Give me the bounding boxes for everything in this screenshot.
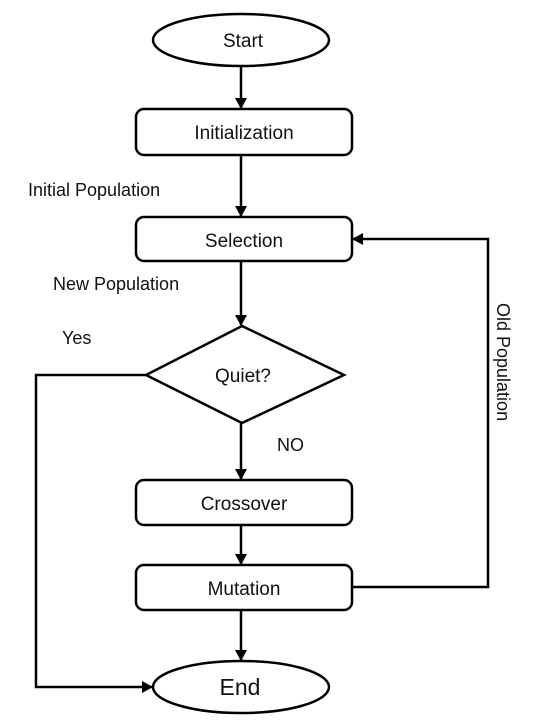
label-initial-population: Initial Population [28, 180, 160, 200]
label-new-population: New Population [53, 274, 179, 294]
crossover-label: Crossover [201, 494, 288, 515]
label-no: NO [277, 435, 304, 455]
crossover-box [134, 478, 354, 527]
decision-label: Quiet? [215, 366, 271, 387]
initialization-box [134, 107, 354, 157]
arrow-old-population-loop [352, 233, 490, 589]
label-yes: Yes [62, 328, 91, 348]
label-old-population: Old Population [493, 303, 513, 421]
mutation-label: Mutation [208, 579, 281, 600]
end-label: End [220, 674, 261, 700]
arrow-yes-to-end [34, 373, 153, 693]
start-label: Start [223, 31, 264, 52]
initialization-label: Initialization [194, 123, 293, 144]
selection-label: Selection [205, 231, 283, 252]
end-node [151, 659, 331, 715]
